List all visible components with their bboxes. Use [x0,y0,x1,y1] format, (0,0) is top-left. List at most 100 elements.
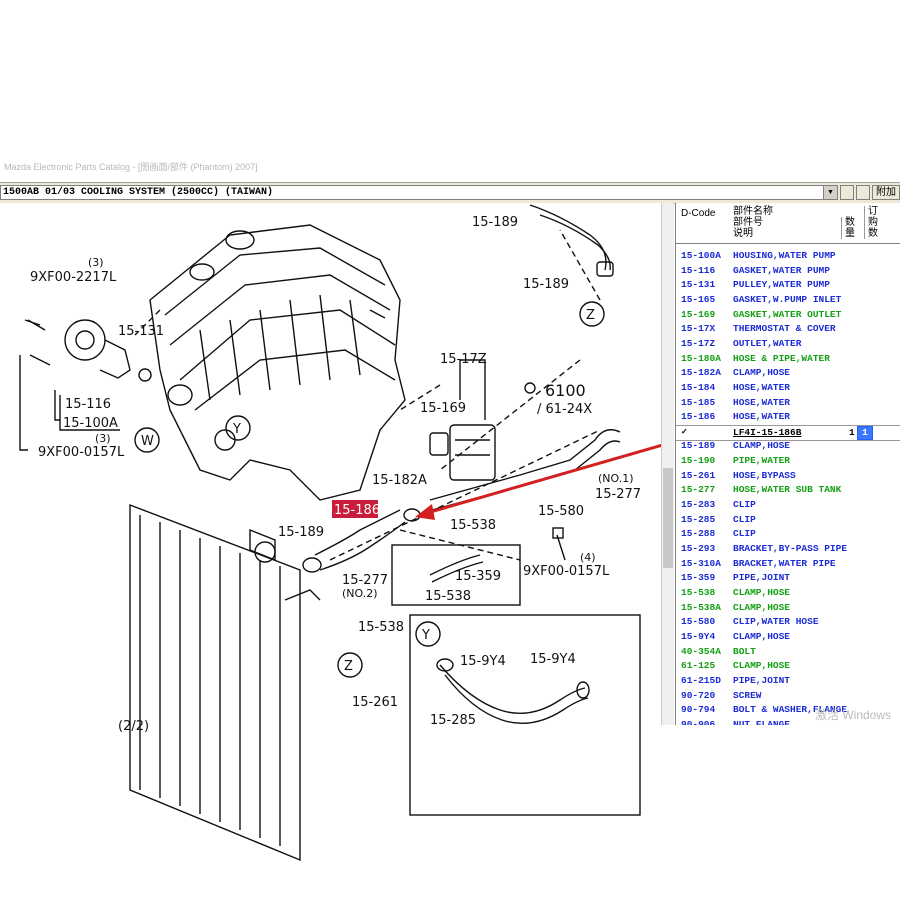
part-code: 15-293 [681,543,716,554]
header-partname[interactable]: 部件名称 部件号 说明 [733,206,773,239]
callout-6100[interactable]: 6100 [545,381,586,400]
callout-15-116[interactable]: 15-116 [65,397,111,412]
part-name: PIPE,JOINT [733,674,791,686]
callout-15-182a[interactable]: 15-182A [372,473,427,488]
part-code: 15-17Z [681,337,716,349]
callout-15-9y4-right[interactable]: 15-9Y4 [530,652,576,667]
callout-15-359[interactable]: 15-359 [455,569,501,584]
part-code: 15-310A [681,557,721,569]
part-name: CLAMP,HOSE [733,367,791,379]
callout-15-17z[interactable]: 15-17Z [440,352,487,367]
header-dcode[interactable]: D-Code [681,208,716,219]
part-code: 15-190 [681,455,716,467]
diagram-scrollbar[interactable] [661,203,674,725]
toolbar-button-2[interactable] [856,185,870,200]
header-qty[interactable]: 数 量 [841,217,855,239]
part-code: 15-131 [681,279,716,291]
callout-15-538-c[interactable]: 15-538 [358,620,404,635]
part-name: NUT,FLANGE [733,718,791,725]
callout-15-277-no1-qty: (NO.1) [598,472,634,485]
callout-9xf00-0157l-b-qty: (4) [580,551,596,564]
part-name: GASKET,WATER PUMP [733,264,830,276]
callout-15-189-left[interactable]: 15-189 [278,525,324,540]
part-code: 61-125 [681,660,716,672]
part-name: BOLT [733,645,756,657]
part-code: 61-215D [681,674,721,686]
callout-9xf00-2217l[interactable]: 9XF00-2217L [30,270,117,285]
toolbar-button-1[interactable] [840,185,854,200]
parts-row[interactable]: 61-215D PIPE,JOINT [676,674,900,689]
part-name: HOSE,BYPASS [733,469,796,481]
callout-15-100a[interactable]: 15-100A [63,416,118,431]
callout-15-261[interactable]: 15-261 [352,695,398,710]
callout-15-189-right[interactable]: 15-189 [523,277,569,292]
attach-button[interactable]: 附加 [872,185,900,200]
callout-9xf00-0157l-b[interactable]: 9XF00-0157L [523,564,610,579]
section-select[interactable]: 1500AB 01/03 COOLING SYSTEM (2500CC) (TA… [0,185,838,200]
part-name: LF4I-15-186B [733,426,802,438]
callout-15-538-a[interactable]: 15-538 [450,518,496,533]
callout-15-131[interactable]: 15-131 [118,324,164,339]
order-qty-input[interactable]: 1 [857,425,873,440]
callout-15-186[interactable]: 15-186 [334,503,380,518]
callout-15-189-top[interactable]: 15-189 [472,215,518,230]
callout-15-277-no2[interactable]: 15-277 [342,573,388,588]
scrollbar-thumb[interactable] [663,468,673,568]
callout-15-277-no1[interactable]: 15-277 [595,487,641,502]
callout-y-engine: Y [232,422,241,437]
check-icon[interactable]: ✓ [681,427,688,437]
part-name: BRACKET,BY-PASS PIPE [733,543,848,554]
parts-row[interactable]: 15-17Z OUTLET,WATER [676,337,900,352]
callout-9xf00-0157l[interactable]: 9XF00-0157L [38,445,125,460]
callout-15-580[interactable]: 15-580 [538,504,584,519]
callout-15-9y4-left[interactable]: 15-9Y4 [460,654,506,669]
callout-61-24x[interactable]: / 61-24X [537,402,592,417]
part-name: CLAMP,HOSE [733,586,791,598]
parts-diagram[interactable]: 15-189 15-189 Z (3) 9XF00-2217L 15-131 1… [0,203,681,900]
callout-15-169[interactable]: 15-169 [420,401,466,416]
chevron-down-icon[interactable]: ▼ [823,186,837,199]
callout-15-538-b[interactable]: 15-538 [425,589,471,604]
callout-15-285[interactable]: 15-285 [430,713,476,728]
part-name: THERMOSTAT & COVER [733,323,836,335]
header-order[interactable]: 订 购 数 [864,206,878,239]
part-name: CLIP,WATER HOSE [733,616,819,628]
parts-row[interactable]: 15-293 BRACKET,BY-PASS PIPE [676,542,900,557]
part-name: GASKET,WATER OUTLET [733,308,842,320]
part-code: 15-359 [681,572,716,584]
part-name: OUTLET,WATER [733,337,802,349]
callout-page-2-2: (2/2) [118,719,149,734]
part-code: 15-185 [681,396,716,408]
